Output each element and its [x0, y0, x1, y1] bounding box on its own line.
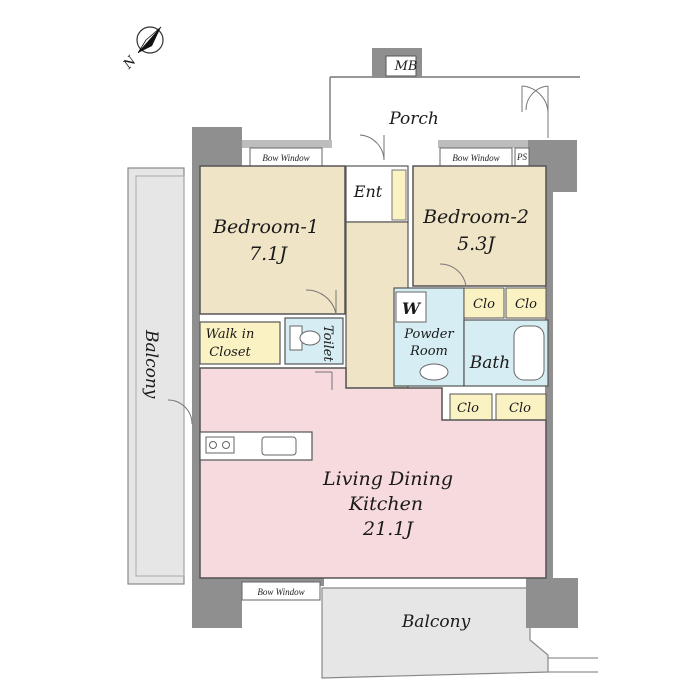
mb-label: MB — [394, 59, 418, 74]
bedroom-2-label: Bedroom-2 — [422, 206, 529, 228]
toilet-fixture-icon — [289, 325, 321, 351]
toilet-label: Toilet — [320, 325, 335, 362]
bow-window-bottom: Bow Window — [241, 581, 321, 601]
bedroom-1-size: 7.1J — [249, 243, 288, 265]
doors — [167, 134, 467, 425]
ps-label: PS — [516, 152, 527, 162]
balcony-bottom-label: Balcony — [401, 612, 471, 632]
ldk-label-2: Kitchen — [348, 493, 423, 515]
closet-1-area — [463, 287, 505, 319]
balcony-left-label: Balcony — [141, 329, 161, 399]
walk-in-closet-label-2: Closet — [209, 345, 251, 360]
closet-label: Clo — [457, 401, 479, 416]
bedroom-1-label: Bedroom-1 — [212, 216, 319, 238]
washer-label: W — [402, 299, 422, 318]
closet-4-area — [495, 393, 547, 421]
walk-in-closet-area — [199, 321, 281, 365]
closet-2-area — [505, 287, 547, 319]
bedroom-2-size: 5.3J — [457, 233, 496, 255]
ldk-label: Living Dining — [322, 468, 453, 490]
washer-box — [395, 291, 427, 323]
closet-label: Clo — [473, 297, 495, 312]
closet-3-area — [449, 393, 493, 421]
powder-room-label-2: Room — [409, 344, 448, 359]
powder-room-label: Powder — [403, 327, 454, 342]
kitchen-counter — [199, 431, 313, 461]
ldk-size: 21.1J — [362, 518, 414, 540]
ldk-area — [199, 367, 547, 579]
porch-label: Porch — [388, 109, 439, 129]
closet-label: Clo — [509, 401, 531, 416]
porch-area — [329, 48, 580, 140]
bedroom-1-area — [199, 165, 346, 315]
walk-in-closet-label: Walk in — [206, 327, 255, 342]
bath-label: Bath — [469, 353, 510, 373]
structural-walls — [192, 127, 578, 628]
bow-window-label: Bow Window — [452, 153, 499, 163]
balcony-left — [127, 167, 185, 585]
bedroom-2-area — [412, 165, 547, 287]
sink-icon — [261, 436, 297, 456]
bow-window-top-left: Bow Window — [249, 147, 323, 167]
entrance-label: Ent — [353, 182, 383, 201]
closet-label: Clo — [515, 297, 537, 312]
bow-window-top-right: Bow Window PS — [439, 147, 530, 167]
bow-window-label: Bow Window — [257, 587, 304, 597]
compass: N — [120, 26, 164, 73]
washbasin-icon — [419, 363, 449, 381]
bow-window-label: Bow Window — [262, 153, 309, 163]
bathtub-icon — [513, 325, 545, 381]
compass-north-label: N — [120, 53, 140, 73]
